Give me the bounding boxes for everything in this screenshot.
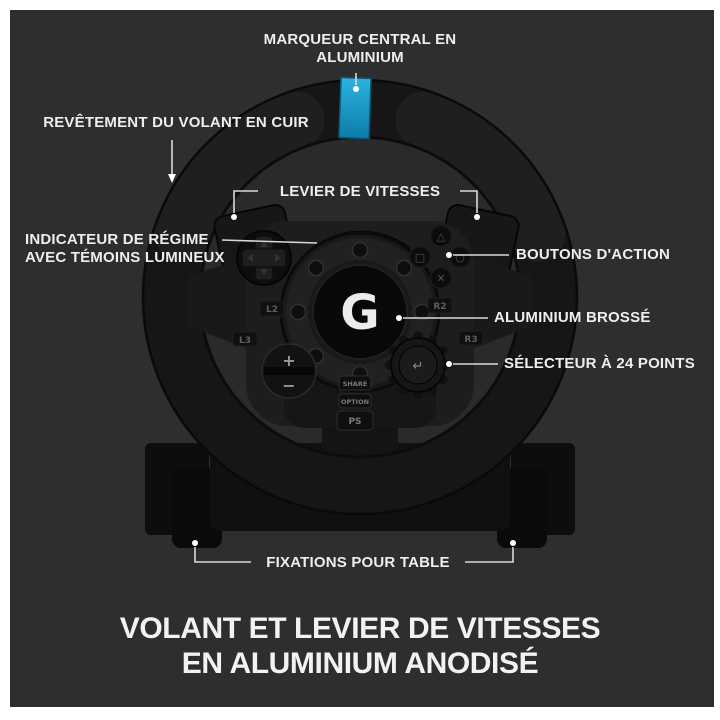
- figure-title: VOLANT ET LEVIER DE VITESSES EN ALUMINIU…: [0, 611, 720, 681]
- option-button-label: OPTION: [341, 398, 369, 406]
- rpm-callout-line: [221, 239, 318, 244]
- leather-callout-arrow: [168, 174, 176, 183]
- dpad: [236, 230, 292, 286]
- marker-callout-dot: [353, 86, 359, 92]
- shifter-callout-line-right: [460, 190, 478, 213]
- r2-tag: R2: [433, 302, 446, 312]
- cross-button-icon: ✕: [436, 272, 445, 285]
- callout-brushed-aluminium: ALUMINIUM BROSSÉ: [494, 309, 651, 326]
- mounts-callout-line-right: [465, 547, 514, 563]
- minus-label: −: [282, 376, 295, 395]
- plus-minus-button: + −: [261, 343, 317, 399]
- callout-center-marker-line1: MARQUEUR CENTRAL EN: [263, 31, 457, 48]
- system-buttons: SHARE OPTION PS: [336, 375, 374, 431]
- callout-selector: SÉLECTEUR À 24 POINTS: [504, 355, 695, 372]
- playstation-logo-icon: PS: [348, 417, 361, 427]
- enter-icon: ↵: [413, 359, 424, 374]
- callout-rpm-line1: INDICATEUR DE RÉGIME: [25, 231, 209, 248]
- circle-button-icon: ○: [455, 251, 465, 264]
- shifter-callout-line-left: [233, 190, 258, 213]
- aluminium-callout-dot: [396, 315, 402, 321]
- callout-lines: [171, 73, 514, 563]
- mounts-callout-dot-right: [510, 540, 516, 546]
- l3-tag: L3: [239, 336, 251, 346]
- action-buttons: △ □ ○ ✕: [408, 224, 472, 290]
- figure-title-line2: EN ALUMINIUM ANODISÉ: [181, 647, 539, 680]
- spoke-left: [188, 255, 256, 352]
- mounts-callout-line-left: [194, 547, 251, 563]
- shifter-callout-dot-right: [474, 214, 480, 220]
- g-logo: G: [340, 285, 379, 341]
- r3-tag: R3: [464, 335, 477, 345]
- shifter-callout-dot-left: [231, 214, 237, 220]
- callout-dots: [168, 86, 516, 546]
- callout-table-mounts: FIXATIONS POUR TABLE: [266, 554, 450, 571]
- callout-leather: REVÊTEMENT DU VOLANT EN CUIR: [43, 114, 309, 131]
- callout-shifter: LEVIER DE VITESSES: [279, 183, 441, 200]
- spoke-right: [464, 255, 532, 352]
- callout-rpm: INDICATEUR DE RÉGIME AVEC TÉMOINS LUMINE…: [25, 231, 225, 267]
- share-button-label: SHARE: [343, 380, 368, 388]
- callout-center-marker-line2: ALUMINIUM: [316, 49, 404, 66]
- plus-label: +: [282, 351, 295, 370]
- selector-callout-dot: [446, 361, 452, 367]
- trigger-tags: L2 R2 L3 R3: [232, 297, 484, 347]
- callout-rpm-line2: AVEC TÉMOINS LUMINEUX: [25, 249, 225, 266]
- action-callout-dot: [446, 252, 452, 258]
- l2-tag: L2: [266, 305, 278, 315]
- mounts-callout-dot-left: [192, 540, 198, 546]
- table-clamp-left: [172, 468, 222, 548]
- callout-center-marker: MARQUEUR CENTRAL EN ALUMINIUM: [160, 31, 560, 67]
- triangle-button-icon: △: [437, 230, 446, 243]
- callout-action-buttons: BOUTONS D'ACTION: [516, 246, 670, 263]
- square-button-icon: □: [415, 251, 425, 264]
- figure-title-line1: VOLANT ET LEVIER DE VITESSES: [119, 612, 601, 645]
